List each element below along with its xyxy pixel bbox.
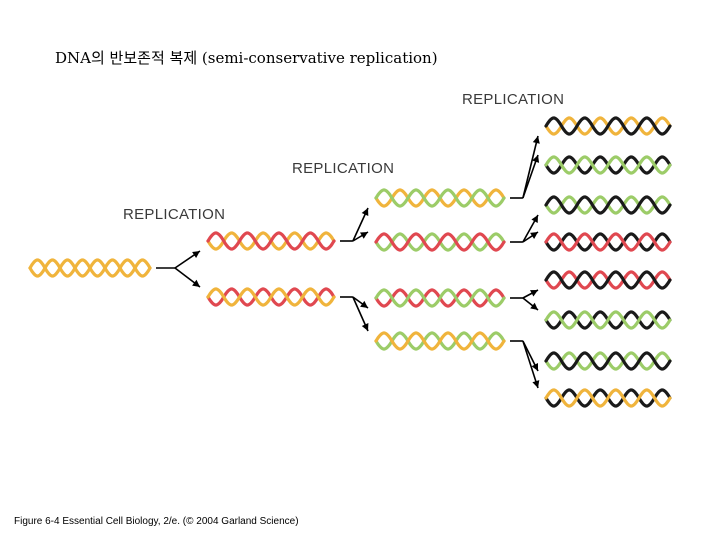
arrow-head (530, 302, 538, 310)
dna-strand-parental (206, 287, 336, 307)
helices (28, 116, 672, 408)
dna-strand-parental (544, 388, 672, 408)
replication-fork-5 (510, 289, 539, 311)
replication-fork-4 (510, 214, 539, 243)
arrow-head (361, 208, 369, 216)
dna-strand-generation_2 (374, 288, 506, 308)
dna-strand-generation_1 (374, 232, 506, 252)
dna-helix-gen2-0 (374, 188, 506, 208)
replication-label-2: REPLICATION (292, 160, 395, 177)
dna-strand-generation_3 (544, 195, 672, 215)
dna-strand-parental (28, 258, 152, 278)
dna-strand-generation_2 (544, 155, 672, 175)
dna-helix-gen3-0 (544, 116, 672, 136)
dna-helix-gen0-0 (28, 258, 152, 278)
dna-helix-gen3-4 (544, 270, 672, 290)
replication-fork-2 (340, 296, 369, 332)
dna-strand-generation_2 (374, 188, 506, 208)
replication-fork-3 (510, 135, 540, 199)
replication-fork-1 (340, 207, 369, 242)
dna-strand-generation_3 (544, 351, 672, 371)
replication-fork-0 (156, 250, 201, 288)
dna-helix-gen2-2 (374, 288, 506, 308)
dna-strand-generation_3 (544, 116, 672, 136)
dna-helix-gen3-5 (544, 310, 672, 330)
dna-helix-gen1-1 (206, 287, 336, 307)
replication-label-1: REPLICATION (123, 206, 226, 223)
slide-title: DNA의 반보존적 복제 (semi-conservative replicat… (55, 49, 438, 67)
figure-caption: Figure 6-4 Essential Cell Biology, 2/e. … (14, 516, 299, 527)
dna-strand-generation_2 (544, 310, 672, 330)
arrow-head (531, 363, 538, 371)
dna-helix-gen3-3 (544, 232, 672, 252)
fork-branch (522, 135, 539, 199)
dna-strand-generation_1 (544, 232, 672, 252)
arrow-head (192, 279, 200, 287)
arrow-head (532, 136, 540, 144)
dna-helix-gen3-1 (544, 155, 672, 175)
dna-helix-gen2-1 (374, 232, 506, 252)
arrow-head (192, 251, 200, 258)
dna-strand-parental (374, 331, 506, 351)
arrow-head (532, 155, 540, 163)
dna-helix-gen3-6 (544, 351, 672, 371)
dna-helix-gen2-3 (374, 331, 506, 351)
arrow-head (530, 232, 538, 239)
replication-fork-6 (510, 340, 540, 389)
arrow-head (361, 323, 369, 331)
replication-label-3: REPLICATION (462, 91, 565, 108)
dna-helix-gen3-7 (544, 388, 672, 408)
fork-branch (522, 340, 539, 389)
arrow-head (532, 380, 540, 388)
dna-strand-generation_3 (544, 270, 672, 290)
arrow-head (530, 290, 538, 297)
arrow-head (360, 232, 368, 239)
dna-helix-gen3-2 (544, 195, 672, 215)
fork-branch (522, 154, 539, 199)
dna-helix-gen1-0 (206, 231, 336, 251)
arrow-head (360, 300, 368, 308)
replication-arrows (156, 135, 540, 389)
arrow-head (531, 215, 538, 223)
dna-strand-generation_1 (206, 231, 336, 251)
